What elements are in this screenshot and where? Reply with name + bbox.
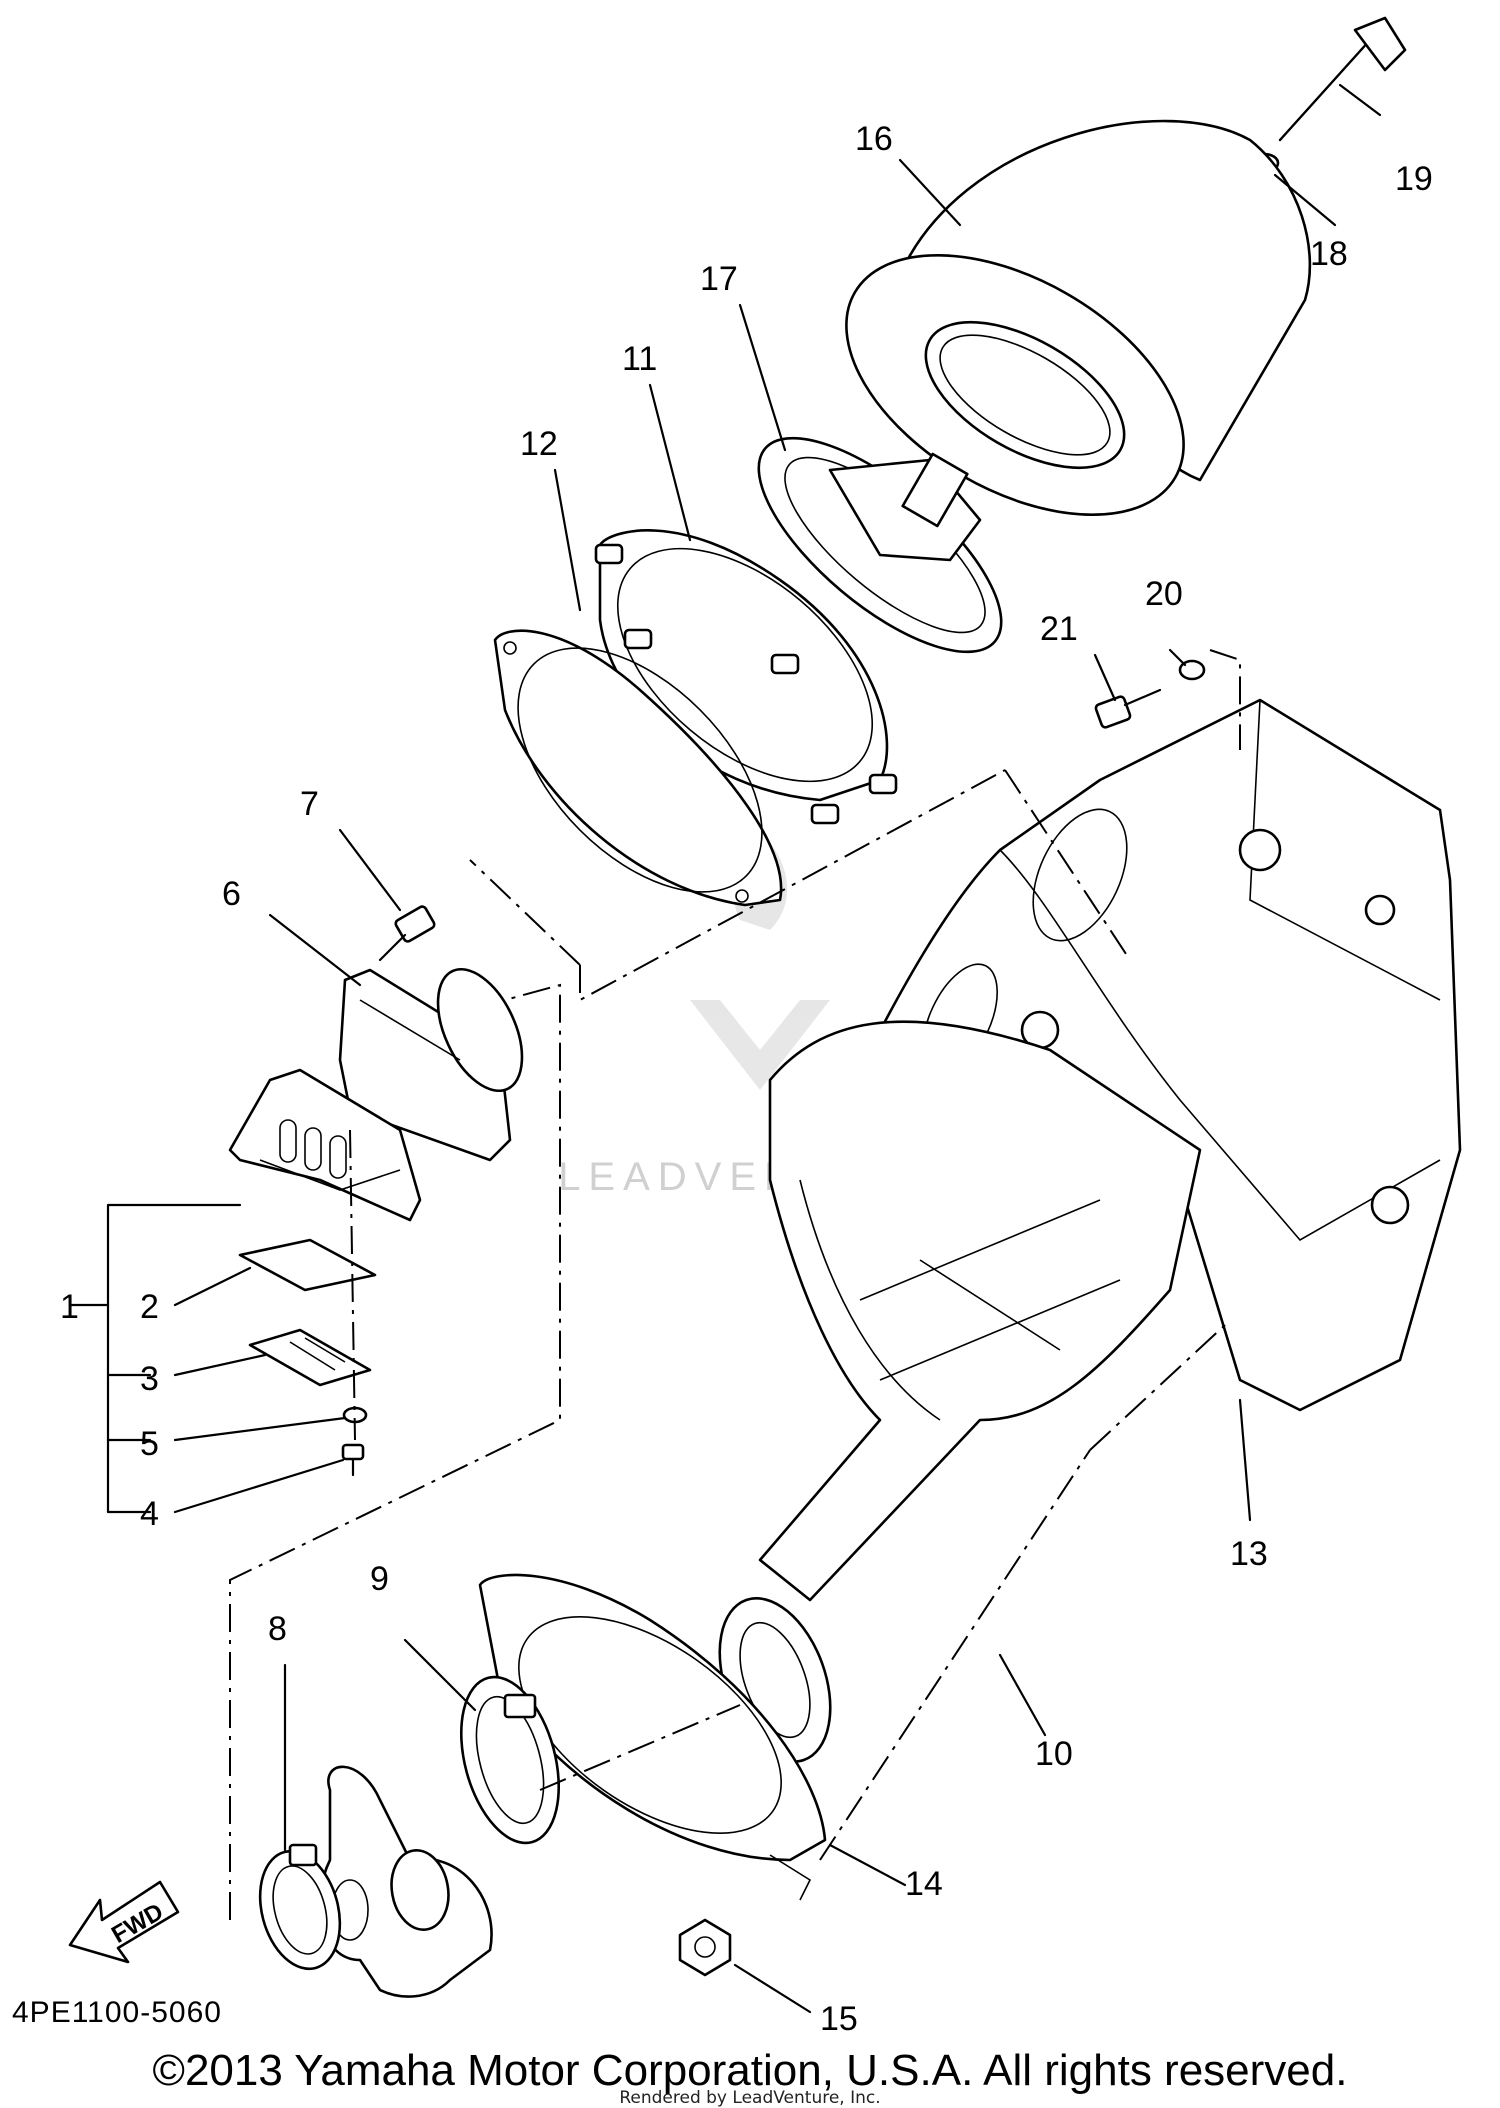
clamp-part	[459, 1675, 561, 1845]
manifold-bolt-part	[378, 905, 436, 962]
bolt-part	[1278, 16, 1407, 142]
carb-clamp-part	[258, 1843, 342, 1971]
rendered-by-text: Rendered by LeadVenture, Inc.	[619, 2088, 880, 2108]
callout-18: 18	[1310, 235, 1348, 273]
diagram-code: 4PE1100-5060	[12, 1996, 222, 2029]
callout-21: 21	[1040, 610, 1078, 648]
callout-15: 15	[820, 2000, 858, 2038]
callout-3: 3	[140, 1360, 159, 1398]
callout-20: 20	[1145, 575, 1183, 613]
callout-13: 13	[1230, 1535, 1268, 1573]
callout-1: 1	[60, 1288, 79, 1326]
callout-8: 8	[268, 1610, 287, 1648]
air-filter-element	[845, 119, 1312, 517]
leader-lines	[173, 83, 1382, 2014]
copyright-text: ©2013 Yamaha Motor Corporation, U.S.A. A…	[153, 2046, 1348, 2095]
callout-17: 17	[700, 260, 738, 298]
callout-4: 4	[140, 1495, 159, 1533]
assembly-lines	[229, 649, 1241, 1920]
air-filter-case	[858, 698, 1462, 1412]
flange-gasket-part	[478, 1573, 827, 1901]
gasket-part	[493, 629, 783, 907]
manifold-part	[338, 967, 524, 1162]
intake-boot-part	[718, 1020, 1202, 1763]
reed-stopper-part	[238, 1238, 377, 1292]
callout-12: 12	[520, 425, 558, 463]
callout-5: 5	[140, 1425, 159, 1463]
reed-valve-assembly	[228, 1068, 422, 1222]
callout-19: 19	[1395, 160, 1433, 198]
callout-14: 14	[905, 1865, 943, 1903]
callout-labels: 1 2 3 4 5 6 7 8 9 10 11 12 13 14 15 16 1…	[60, 120, 1433, 2038]
nut-part	[678, 1918, 732, 1977]
callout-16: 16	[855, 120, 893, 158]
callout-7: 7	[300, 785, 319, 823]
reed-petal-part	[248, 1328, 372, 1387]
small-washer-part	[1178, 659, 1206, 681]
small-bolt-part	[1094, 688, 1162, 729]
callout-6: 6	[222, 875, 241, 913]
callout-2: 2	[140, 1288, 159, 1326]
callout-10: 10	[1035, 1735, 1073, 1773]
forward-arrow-icon: FWD	[68, 1880, 180, 1964]
callout-11: 11	[622, 340, 657, 378]
carburetor-part	[318, 1765, 493, 1998]
callout-9: 9	[370, 1560, 389, 1598]
reed-screw-part	[341, 1443, 365, 1477]
filter-guide-part	[757, 436, 1003, 654]
group-bracket	[68, 1203, 242, 1514]
